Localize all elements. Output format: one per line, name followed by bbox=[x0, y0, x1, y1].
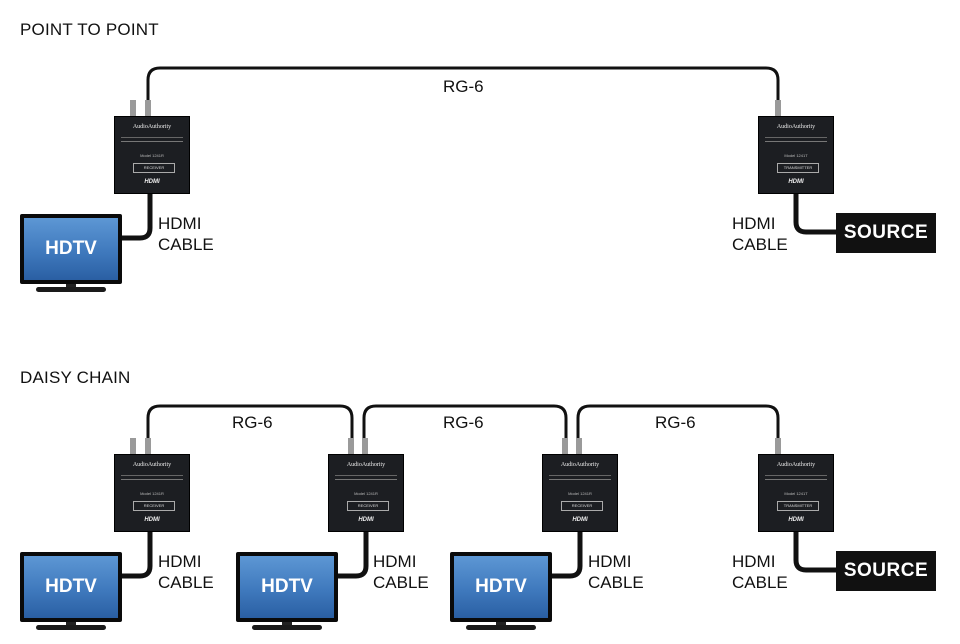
hdmi-cable-ptp-right bbox=[793, 194, 836, 235]
brand-logo: AudioAuthority bbox=[776, 124, 816, 130]
section-title-daisy-chain: DAISY CHAIN bbox=[20, 368, 131, 387]
coax-connector bbox=[130, 100, 136, 118]
hdmi-logo: HDMI bbox=[144, 179, 160, 185]
hdmi-cable-ptp-left bbox=[122, 194, 153, 241]
role-label: TRANSMITTER bbox=[777, 163, 819, 173]
hdtv-label: HDTV bbox=[45, 238, 97, 259]
hdtv: HDTV bbox=[450, 552, 552, 632]
rg6-cable-dc-2 bbox=[362, 404, 568, 442]
brand-logo: AudioAuthority bbox=[132, 124, 172, 130]
source-box: SOURCE bbox=[836, 551, 936, 591]
coax-connector bbox=[145, 100, 151, 118]
hdmi-cable-label: HDMI CABLE bbox=[158, 214, 214, 254]
transmitter-device: AudioAuthority Model 1241T TRANSMITTER H… bbox=[758, 116, 834, 194]
hdtv: HDTV bbox=[236, 552, 338, 632]
rg6-label: RG-6 bbox=[232, 413, 273, 432]
transmitter-device: AudioAuthority Model 1241T TRANSMITTER H… bbox=[758, 454, 834, 532]
coax-connector bbox=[562, 438, 568, 456]
hdmi-logo: HDMI bbox=[788, 179, 804, 185]
rg6-label: RG-6 bbox=[443, 77, 484, 96]
receiver-device: AudioAuthority Model 1241R RECEIVER HDMI bbox=[114, 116, 190, 194]
hdmi-cable-dc-1 bbox=[122, 532, 153, 579]
hdmi-cable-dc-2 bbox=[336, 532, 369, 579]
coax-connector bbox=[775, 100, 781, 118]
role-label: RECEIVER bbox=[133, 163, 175, 173]
rg6-cable-dc-1 bbox=[146, 404, 354, 442]
coax-connector bbox=[130, 438, 136, 456]
receiver-device: AudioAuthority Model 1241R RECEIVER HDMI bbox=[542, 454, 618, 532]
coax-connector bbox=[145, 438, 151, 456]
rg6-label: RG-6 bbox=[655, 413, 696, 432]
model-label: Model 1241T bbox=[784, 153, 808, 158]
rg6-cable-dc-3 bbox=[576, 404, 780, 442]
coax-connector bbox=[576, 438, 582, 456]
rg6-cable-ptp bbox=[146, 66, 780, 104]
source-box: SOURCE bbox=[836, 213, 936, 253]
hdtv: HDTV bbox=[20, 214, 122, 294]
receiver-device: AudioAuthority Model 1241R RECEIVER HDMI bbox=[328, 454, 404, 532]
hdtv: HDTV bbox=[20, 552, 122, 632]
hdmi-cable-dc-4 bbox=[793, 532, 836, 573]
rg6-label: RG-6 bbox=[443, 413, 484, 432]
coax-connector bbox=[362, 438, 368, 456]
coax-connector bbox=[348, 438, 354, 456]
coax-connector bbox=[775, 438, 781, 456]
hdmi-cable-dc-3 bbox=[550, 532, 583, 579]
model-label: Model 1241R bbox=[140, 153, 164, 158]
receiver-device: AudioAuthority Model 1241R RECEIVER HDMI bbox=[114, 454, 190, 532]
hdmi-cable-label: HDMI CABLE bbox=[732, 214, 788, 254]
section-title-point-to-point: POINT TO POINT bbox=[20, 20, 159, 39]
